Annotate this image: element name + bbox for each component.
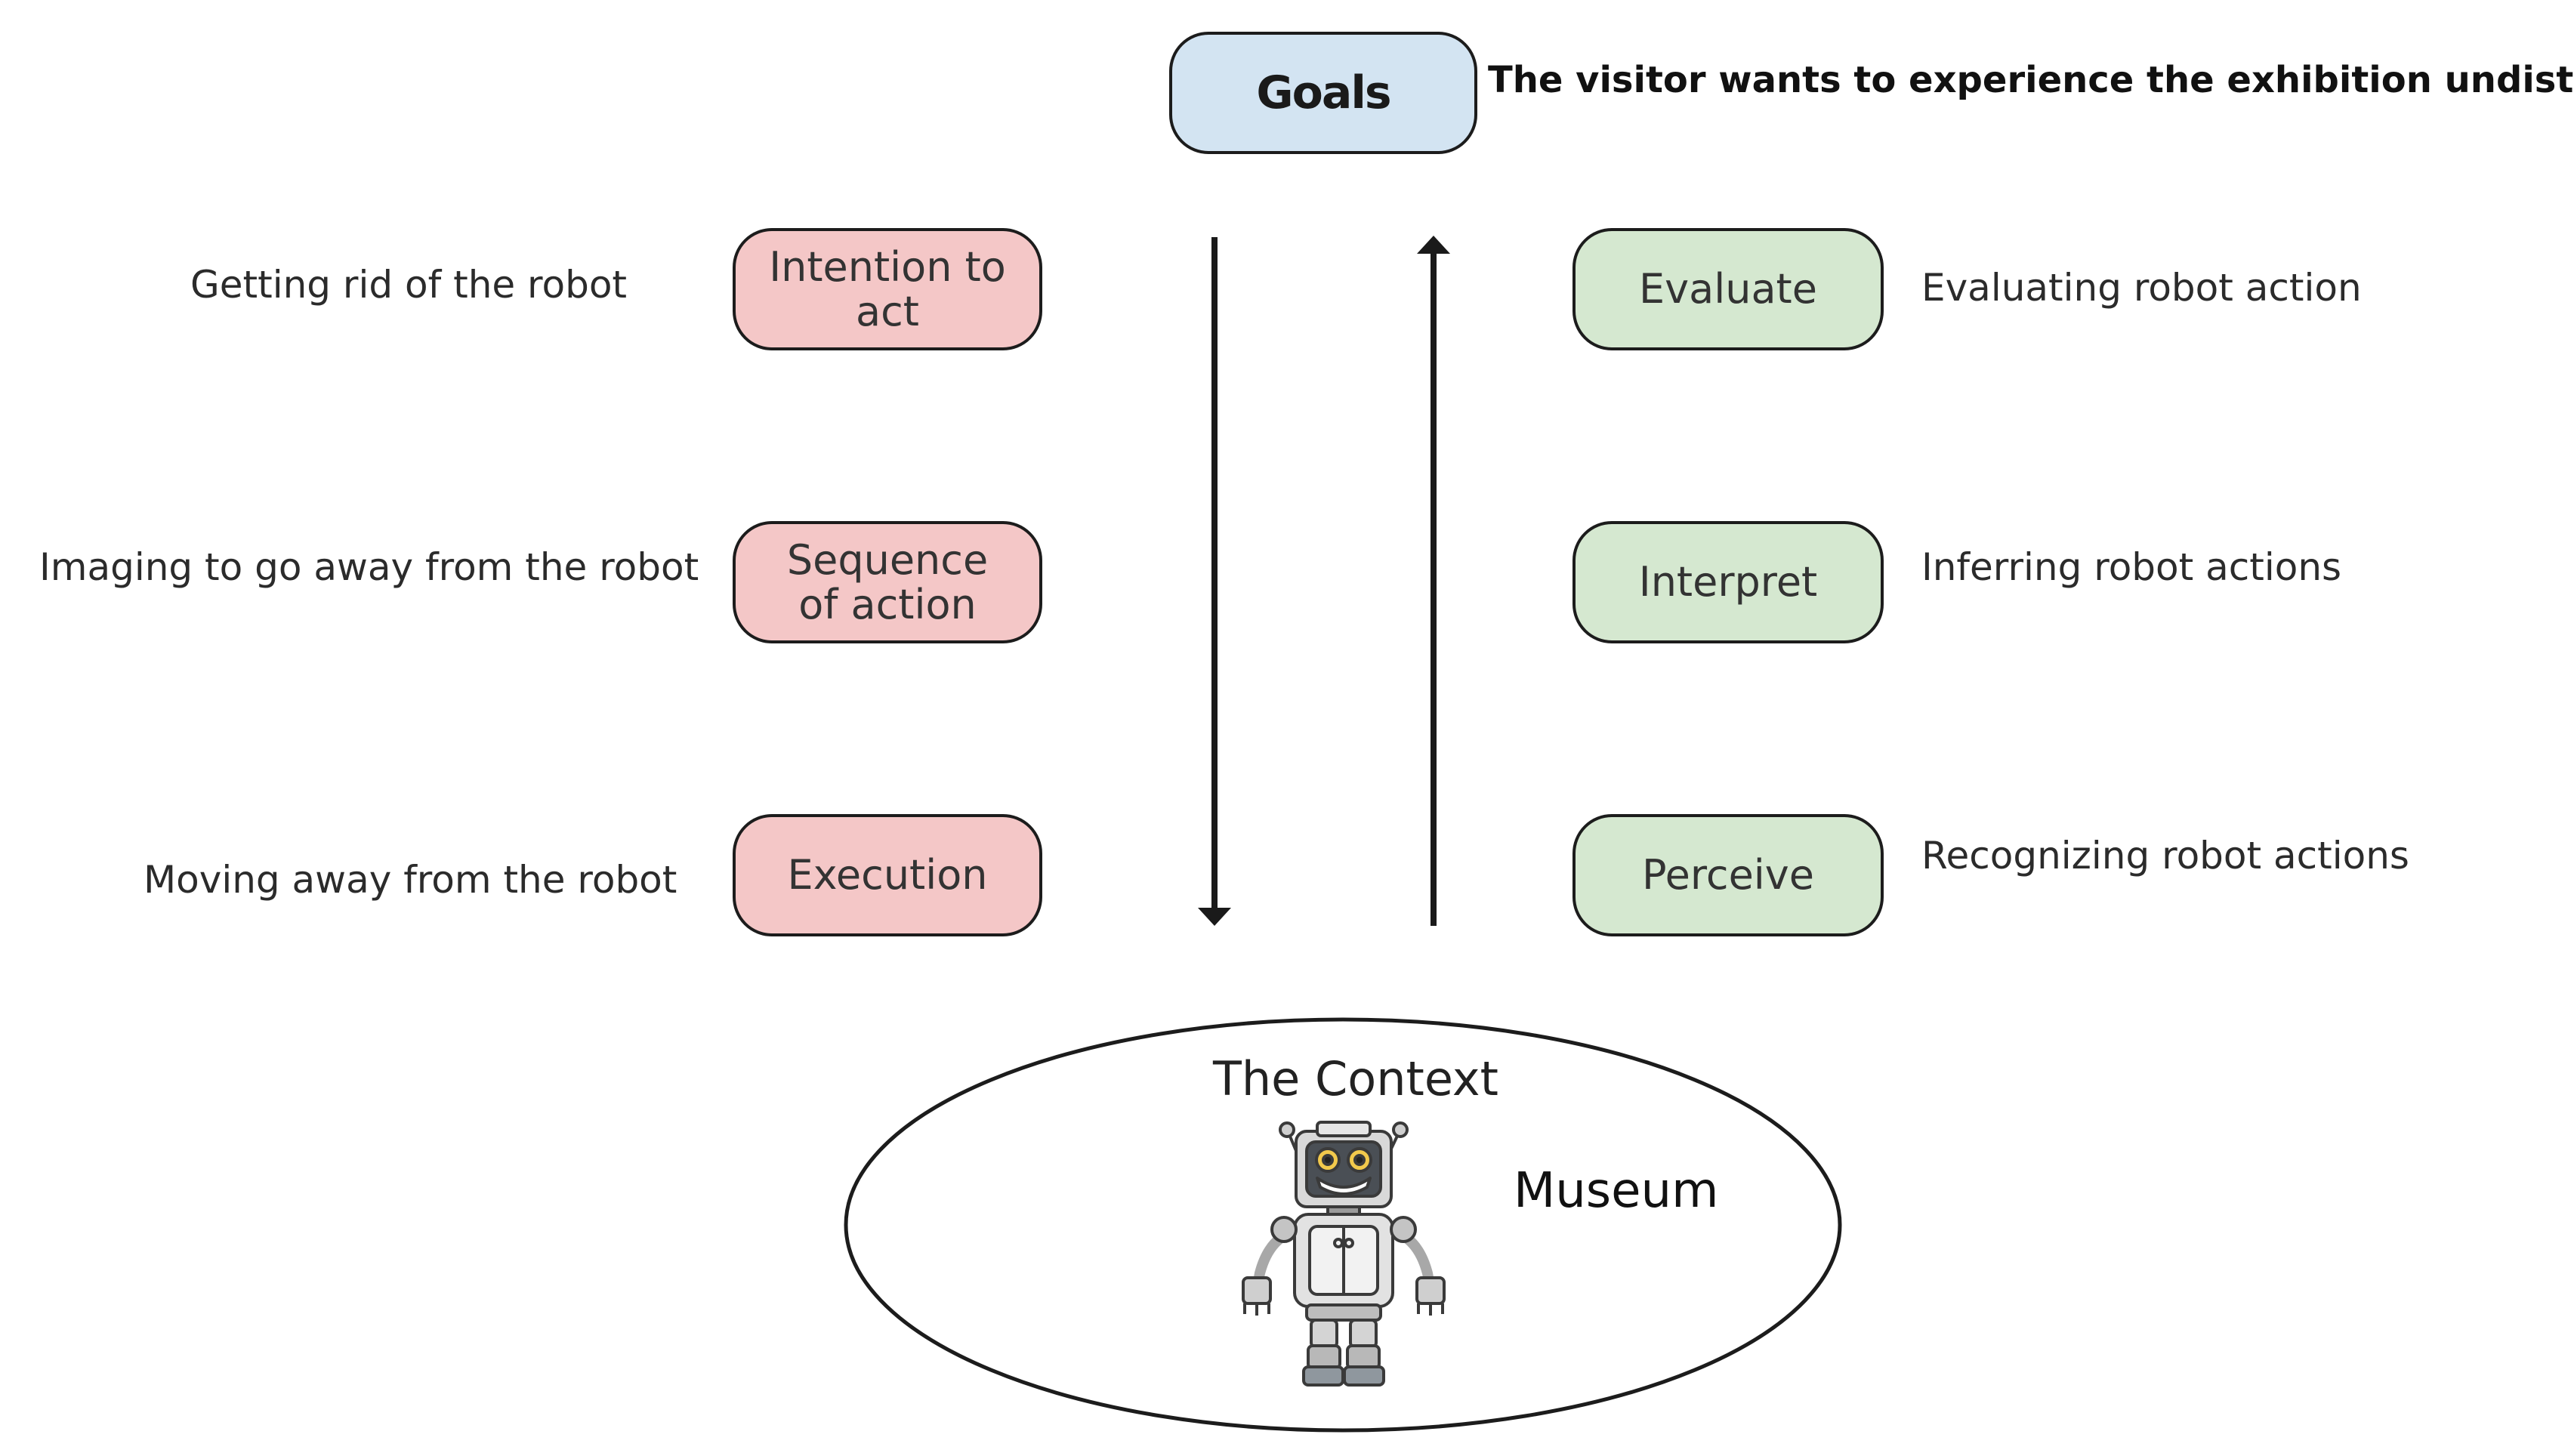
sequence-node: Sequence of action [733, 521, 1042, 643]
goals-label: Goals [1256, 66, 1391, 119]
intention-description: Getting rid of the robot [190, 263, 628, 307]
interpret-description: Inferring robot actions [1921, 545, 2342, 589]
perceive-label: Perceive [1642, 851, 1814, 899]
down-arrowhead [1198, 908, 1231, 926]
interpret-label: Interpret [1638, 558, 1818, 606]
intention-node: Intention to act [733, 228, 1042, 350]
perceive-node: Perceive [1572, 814, 1884, 936]
sequence-description: Imaging to go away from the robot [39, 545, 699, 589]
robot-icon [1242, 1121, 1446, 1387]
evaluate-label: Evaluate [1639, 265, 1817, 313]
sequence-label: Sequence of action [786, 535, 989, 628]
evaluate-node: Evaluate [1572, 228, 1884, 350]
up-arrowhead [1417, 236, 1450, 254]
execution-label: Execution [787, 851, 988, 899]
evaluate-description: Evaluating robot action [1921, 266, 2362, 310]
interpret-node: Interpret [1572, 521, 1884, 643]
goals-node: Goals [1169, 32, 1477, 154]
context-title: The Context [1213, 1051, 1498, 1106]
context-place: Museum [1514, 1163, 1719, 1219]
execution-node: Execution [733, 814, 1042, 936]
execution-description: Moving away from the robot [144, 858, 677, 902]
intention-label: Intention to act [769, 242, 1006, 335]
goal-description: The visitor wants to experience the exhi… [1488, 59, 2574, 101]
perceive-description: Recognizing robot actions [1921, 834, 2409, 878]
